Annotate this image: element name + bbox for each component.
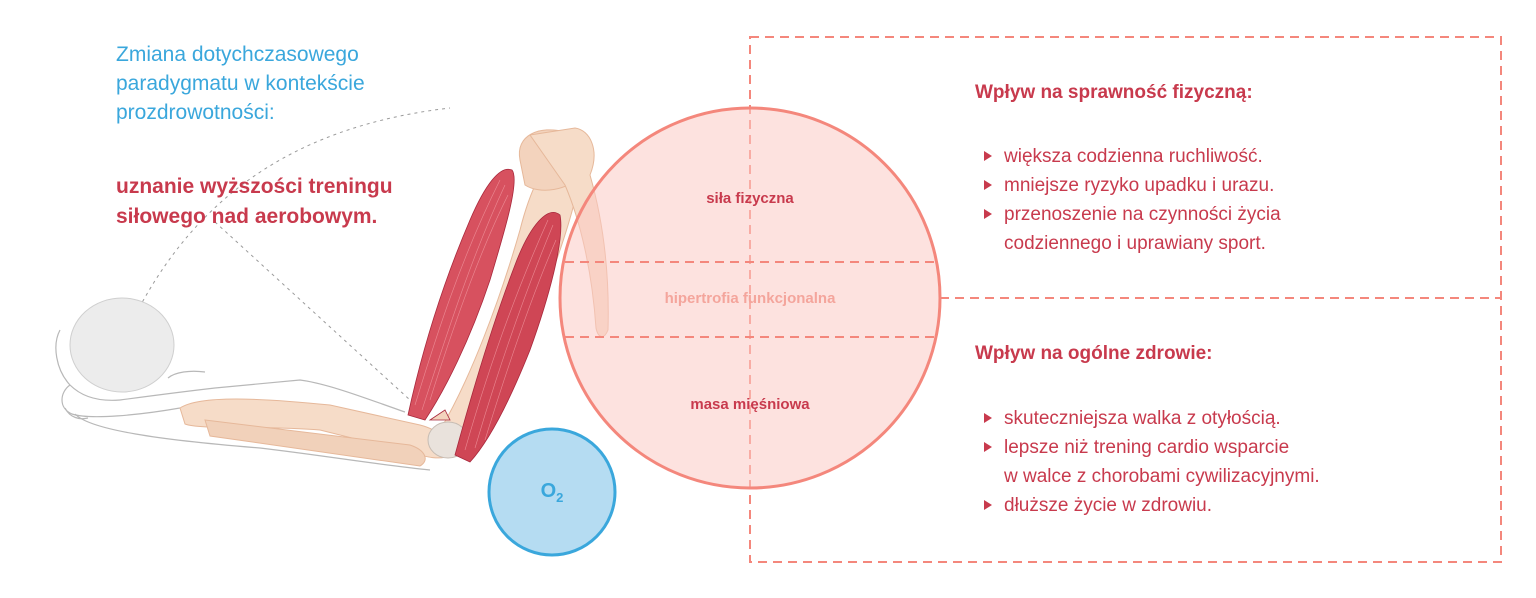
venn-circle (558, 106, 942, 490)
highlight-line: siłowego nad aerobowym. (116, 205, 378, 228)
list-item: dłuższe życie w zdrowiu. (976, 491, 1320, 520)
oxygen-symbol: O (540, 480, 557, 502)
highlight-line: uznanie wyższości treningu (116, 175, 393, 198)
list-item-text: w walce z chorobami cywilizacyjnymi. (1004, 466, 1320, 487)
bullet-icon (984, 500, 992, 510)
muscle-icon (407, 168, 562, 463)
intro-line: Zmiana dotychczasowego (116, 43, 359, 66)
oxygen-subscript: 2 (556, 490, 564, 505)
bullet-icon (984, 180, 992, 190)
label-hypertrophy: hipertrofia funkcjonalna (664, 290, 836, 307)
health-title: Wpływ na ogólne zdrowie: (975, 343, 1213, 364)
list-item-text: lepsze niż trening cardio wsparcie (1004, 437, 1290, 458)
oxygen-label: O2 (488, 480, 616, 505)
list-item: mniejsze ryzyko upadku i urazu. (976, 171, 1281, 200)
muscle-fibers (414, 179, 557, 451)
bullet-icon (984, 209, 992, 219)
bullet-icon (984, 442, 992, 452)
list-item: większa codzienna ruchliwość. (976, 142, 1281, 171)
oxygen-badge: O2 (488, 428, 616, 556)
intro-line: paradygmatu w kontekście (116, 72, 365, 95)
list-item: lepsze niż trening cardio wsparcie w walc… (976, 433, 1320, 491)
list-item-text: mniejsze ryzyko upadku i urazu. (1004, 175, 1275, 196)
fitness-list: większa codzienna ruchliwość. mniejsze r… (976, 142, 1281, 258)
list-item-text: dłuższe życie w zdrowiu. (1004, 495, 1213, 516)
panel-frame (749, 36, 1502, 563)
bullet-icon (984, 413, 992, 423)
fitness-title: Wpływ na sprawność fizyczną: (975, 82, 1253, 103)
health-list: skuteczniejsza walka z otyłością. lepsze… (976, 404, 1320, 520)
list-item-text: codziennego i uprawiany sport. (1004, 233, 1266, 254)
list-item-text: skuteczniejsza walka z otyłością. (1004, 408, 1281, 429)
intro-text: Zmiana dotychczasowego paradygmatu w kon… (116, 40, 446, 127)
bullet-icon (984, 151, 992, 161)
list-item: skuteczniejsza walka z otyłością. (976, 404, 1320, 433)
label-strength: siła fizyczna (706, 190, 794, 207)
hand-icon (55, 329, 431, 471)
guide-lines (117, 107, 451, 401)
highlight-text: uznanie wyższości treningu siłowego nad … (116, 172, 456, 232)
ball-icon (69, 297, 175, 393)
list-item-text: przenoszenie na czynności życia (1004, 204, 1281, 225)
intro-line: prozdrowotności: (116, 101, 275, 124)
label-muscle-mass: masa mięśniowa (690, 396, 810, 413)
list-item: przenoszenie na czynności życia codzienne… (976, 200, 1281, 258)
list-item-text: większa codzienna ruchliwość. (1004, 146, 1263, 167)
oxygen-circle (487, 427, 617, 557)
